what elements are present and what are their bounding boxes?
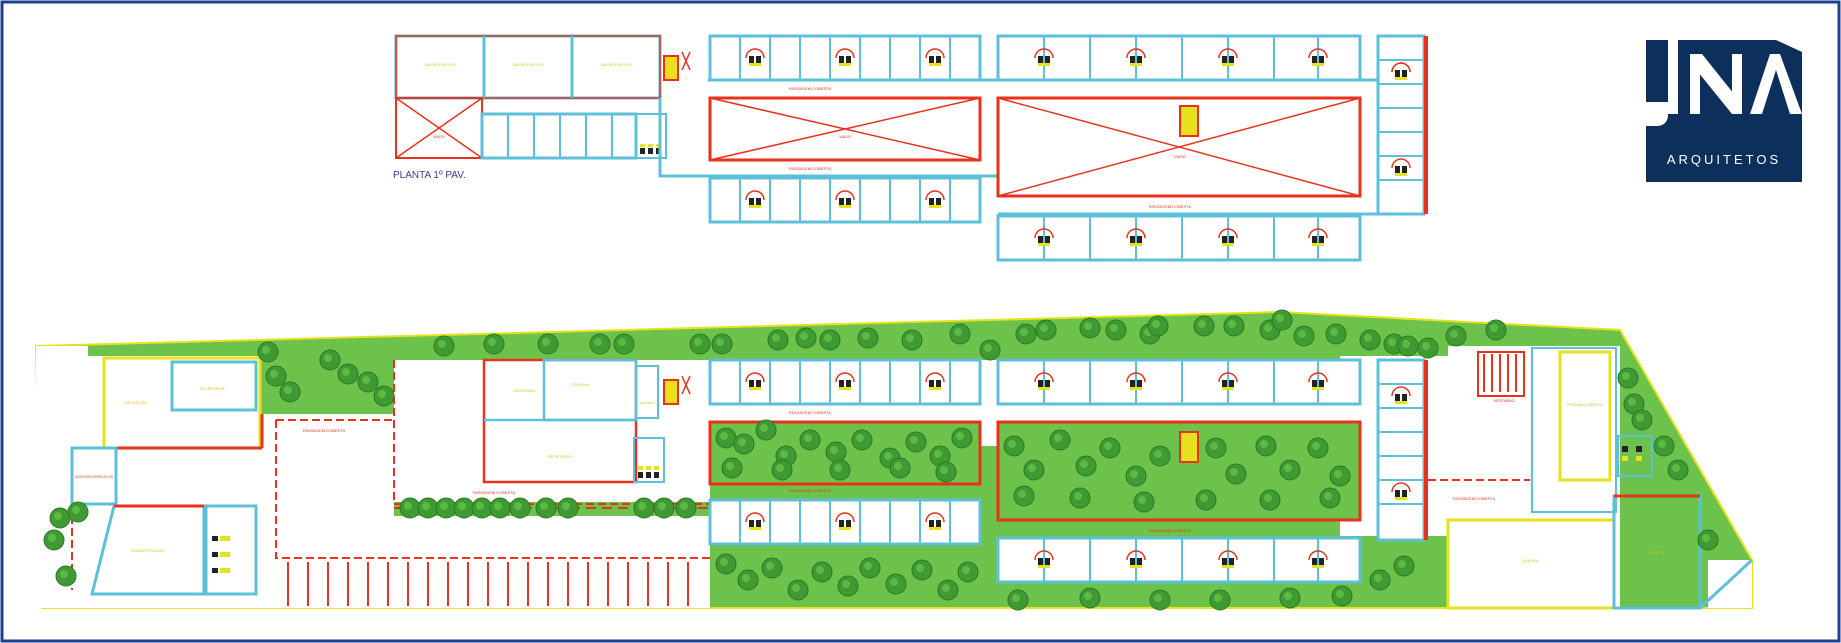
upper-label-sala-c: SALA DE APOIO xyxy=(601,62,631,67)
ground-dorm-row-bottom-left xyxy=(708,498,982,546)
upper-vazio-right xyxy=(996,96,1362,198)
ground-label-passagem-b: PASSAGEM COBERTA xyxy=(473,490,516,495)
trees xyxy=(43,309,1719,611)
room-secretaria xyxy=(170,360,258,412)
ground-label-passagem-c: PASSAGEM COBERTA xyxy=(789,410,832,415)
ground-label-quadra: QUADRA xyxy=(1521,558,1538,563)
upper-dorm-column-right xyxy=(1376,34,1428,216)
upper-label-sala-a: SALA DE APOIO xyxy=(425,62,455,67)
ground-label-cozinha: COZINHA xyxy=(571,382,589,387)
jna-logo: ARQUITETOS xyxy=(1646,40,1802,182)
upper-label-sala-b: SALA DE APOIO xyxy=(513,62,543,67)
room-piscina xyxy=(1558,350,1612,482)
upper-dorm-row-bottom-right xyxy=(996,214,1362,262)
upper-floor-plan: SALA DE APOIO SALA DE APOIO SALA DE APOI… xyxy=(393,34,1428,262)
upper-stair xyxy=(663,55,679,81)
upper-label-passagem-top: PASSAGEM COBERTA xyxy=(789,86,832,91)
ground-dorm-row-bottom-right xyxy=(996,536,1362,584)
ground-label-passagem-d: PASSAGEM COBERTA xyxy=(789,488,832,493)
ground-label-refeitorio: REFEITÓRIO xyxy=(548,454,572,459)
ground-bathroom-pods xyxy=(745,372,1411,568)
ground-label-deposito: DEPÓSITO xyxy=(639,400,655,405)
ground-label-recepcao: RECEPÇÃO xyxy=(125,400,147,405)
ground-dorm-row-top-right xyxy=(996,358,1362,406)
upper-plan-title: PLANTA 1º PAV. xyxy=(393,170,466,181)
upper-dorm-row-bottom-left xyxy=(708,176,982,224)
ground-label-passagem-a: PASSAGEM COBERTA xyxy=(303,428,346,433)
ground-label-guarita: GUARITA xyxy=(1647,550,1665,555)
upper-label-passagem-right: PASSAGEM COBERTA xyxy=(1149,204,1192,209)
upper-vazio-left xyxy=(708,96,982,162)
ground-dorm-column-right xyxy=(1376,358,1428,542)
ground-label-secretaria: SECRETARIA xyxy=(199,386,225,391)
room-despensa xyxy=(635,365,659,419)
ground-label-passagem-f: PASSAGEM COBERTA xyxy=(1453,496,1496,501)
upper-block-left xyxy=(394,34,662,100)
upper-label-vazio-right: VAZIO xyxy=(1174,154,1186,159)
upper-bathroom-pods xyxy=(745,48,1411,246)
jna-logo-mark xyxy=(1646,40,1802,126)
logo-subtitle: ARQUITETOS xyxy=(1666,152,1782,167)
upper-label-vazio-small: VAZIO xyxy=(433,134,445,139)
ground-label-administracao: ADMINISTRAÇÃO xyxy=(131,548,164,553)
ground-label-vestiario: VESTIÁRIO xyxy=(1493,398,1514,403)
ground-dorm-row-top-left xyxy=(708,358,982,406)
upper-label-vazio-left: VAZIO xyxy=(839,134,851,139)
ground-floor-plan: RECEPÇÃO SECRETARIA ACESSO VEÍCULOS ADMI… xyxy=(34,309,1754,611)
ground-label-passagem-e: PASSAGEM COBERTA xyxy=(1149,528,1192,533)
ground-label-piscina: PISCINA COBERTA xyxy=(1567,402,1603,407)
ground-label-despensa: DESPENSA xyxy=(513,388,535,393)
room-acesso xyxy=(70,446,118,506)
room-vestiario xyxy=(1477,351,1525,397)
parking-area xyxy=(275,419,710,606)
upper-label-passagem-mid: PASSAGEM COBERTA xyxy=(789,166,832,171)
ground-label-acesso: ACESSO VEÍCULOS xyxy=(75,474,113,479)
